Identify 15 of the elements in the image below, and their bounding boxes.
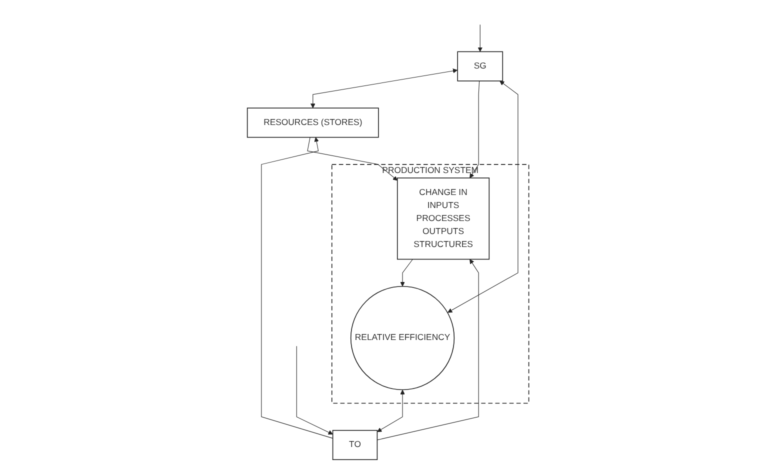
arrow [470,80,480,178]
node-box: RESOURCES (STORES) [247,108,380,138]
arrow [377,259,480,440]
arrow [478,24,483,52]
arrow [296,346,334,435]
node-box: SG [458,51,504,82]
node-box: CHANGE IN INPUTS PROCESSES OUTPUTS STRUCTURES [397,178,490,260]
arrow [308,137,398,181]
node-box: TO [332,430,378,460]
arrow [310,68,458,108]
node-circle: RELATIVE EFFICIENCY [350,286,456,390]
arrow [262,137,334,439]
arrow [377,390,406,432]
arrow [400,259,414,287]
arrow [448,80,519,313]
